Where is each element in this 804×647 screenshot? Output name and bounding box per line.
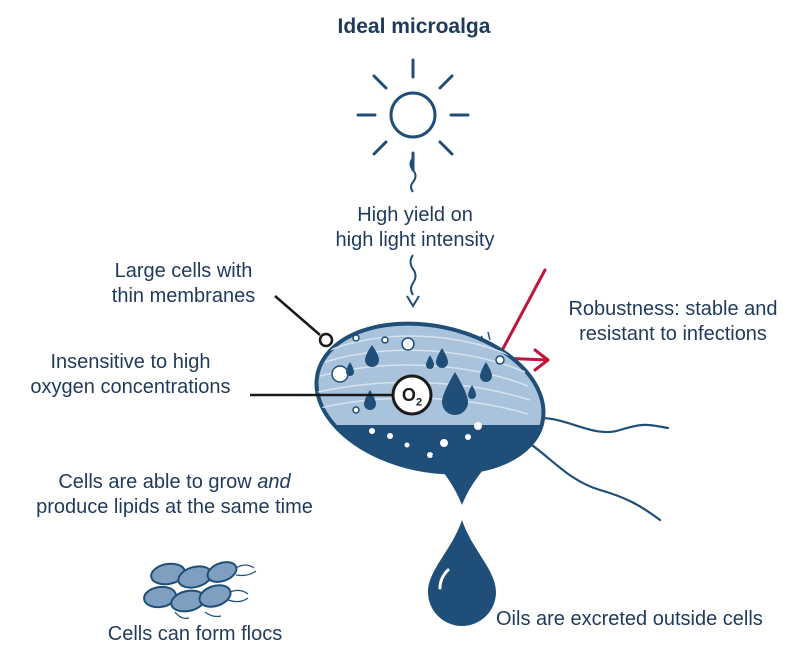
oil-drop-icon (428, 520, 496, 626)
light-wave-arrow-icon (411, 255, 416, 295)
pointer-line-large-cells (275, 296, 320, 335)
large-cells-line2: thin membranes (96, 284, 271, 309)
oxygen-formula: O2 (396, 382, 428, 416)
robustness-line2: resistant to infections (558, 322, 788, 347)
yield-label-line1: High yield on (300, 203, 530, 228)
oxygen-line2: oxygen concentrations (18, 375, 243, 400)
grow-lipids-line1-text: Cells are able to grow (58, 471, 257, 493)
robustness-line1: Robustness: stable and (558, 297, 788, 322)
flagella-icon (520, 418, 668, 520)
grow-lipids-emphasis: and (257, 471, 290, 493)
page-title: Ideal microalga (314, 14, 514, 39)
oxygen-line1: Insensitive to high (18, 350, 243, 375)
yield-label-line2: high light intensity (300, 228, 530, 253)
grow-lipids-label: Cells are able to grow and produce lipid… (22, 470, 327, 520)
algal-cell-icon (300, 304, 560, 545)
large-cells-line1: Large cells with (96, 259, 271, 284)
sun-icon (358, 60, 468, 170)
oxygen-subscript: 2 (416, 397, 422, 409)
flocs-icon (143, 558, 256, 618)
large-cells-label: Large cells with thin membranes (96, 259, 271, 309)
oxygen-symbol: O (402, 385, 416, 405)
pointer-dot-large-cells (320, 334, 332, 346)
robustness-label: Robustness: stable and resistant to infe… (558, 297, 788, 347)
arrowhead-icon (407, 296, 419, 306)
grow-lipids-line2: produce lipids at the same time (22, 495, 327, 520)
oils-label: Oils are excreted outside cells (496, 607, 796, 632)
grow-lipids-line1: Cells are able to grow and (22, 470, 327, 495)
yield-label: High yield on high light intensity (300, 203, 530, 253)
flocs-label: Cells can form flocs (80, 622, 310, 647)
oxygen-label: Insensitive to high oxygen concentration… (18, 350, 243, 400)
